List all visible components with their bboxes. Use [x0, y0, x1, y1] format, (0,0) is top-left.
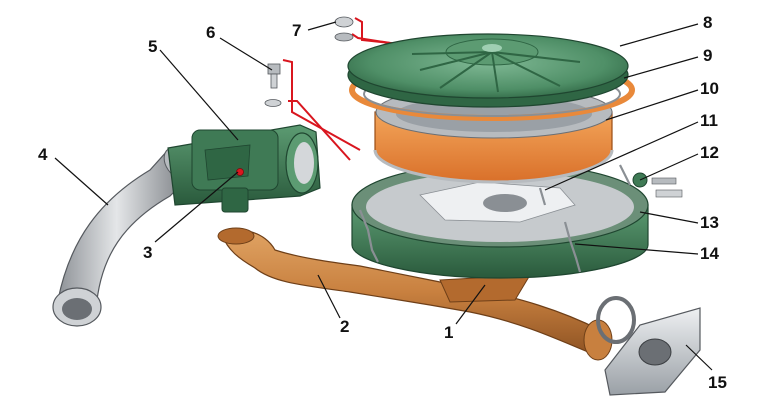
callout-label-15: 15 [708, 373, 727, 392]
callout-label-14: 14 [700, 244, 719, 263]
callout-label-5: 5 [148, 37, 157, 56]
side-bolt-part [655, 189, 683, 198]
callout-label-4: 4 [38, 145, 48, 164]
callout-label-8: 8 [703, 13, 712, 32]
callout-label-3: 3 [143, 243, 152, 262]
callout-label-7: 7 [292, 21, 301, 40]
bent-intake-pipe-part [52, 146, 193, 327]
callout-labels: 1 2 3 4 5 6 7 8 9 10 11 12 13 14 15 [38, 13, 727, 392]
callout-label-2: 2 [340, 317, 349, 336]
exhaust-flange-plate-part [596, 296, 701, 396]
thermostat-housing-part [167, 124, 321, 213]
callout-label-11: 11 [700, 111, 718, 130]
filter-housing-body-part [351, 162, 677, 279]
callout-label-13: 13 [700, 213, 719, 232]
callout-label-9: 9 [703, 46, 712, 65]
callout-label-6: 6 [206, 23, 215, 42]
callout-label-1: 1 [444, 323, 453, 342]
spring-latches-part [358, 164, 631, 273]
callout-leader-lines [54, 21, 713, 371]
warm-air-intake-duct-part [217, 227, 613, 361]
bolt-and-washer-part [264, 63, 282, 107]
nut-and-washer-part [334, 16, 354, 42]
callout-label-12: 12 [700, 143, 719, 162]
callout-label-10: 10 [700, 79, 719, 98]
filter-cover-part [347, 33, 629, 108]
